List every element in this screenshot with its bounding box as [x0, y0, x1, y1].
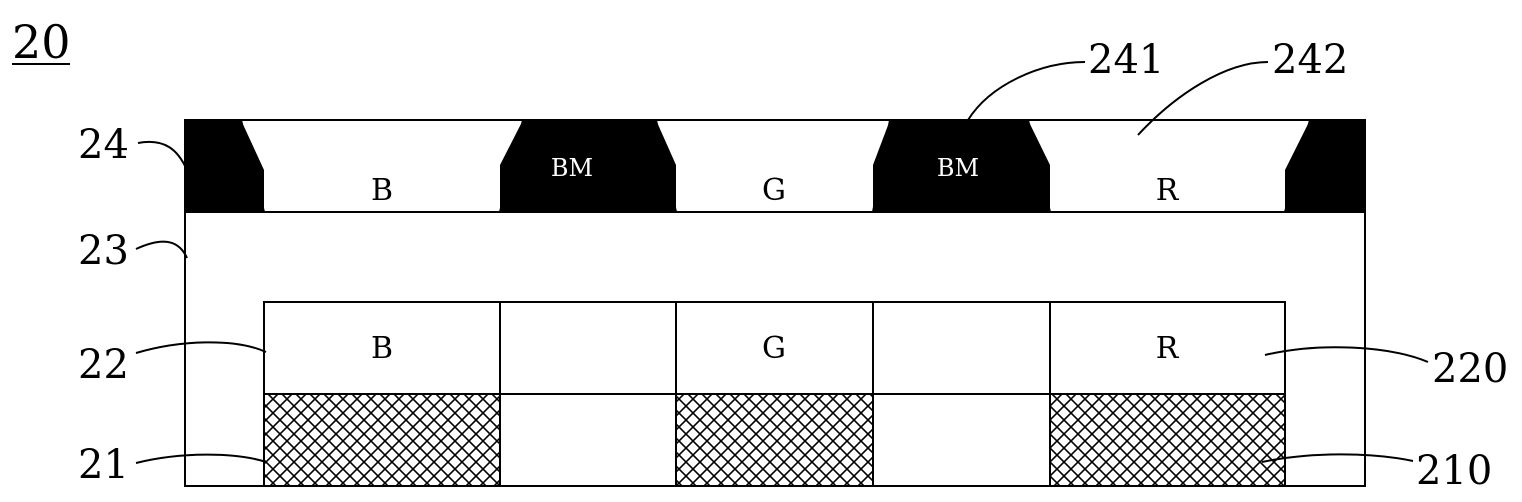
ref-label-23: 23	[78, 228, 129, 274]
leader-21	[135, 453, 267, 464]
ref-label-22: 22	[78, 342, 129, 388]
crosshatch-block-r	[1051, 395, 1284, 485]
leader-23	[135, 240, 188, 259]
black-matrix-label-2: BM	[937, 154, 979, 182]
leader-210	[1261, 453, 1414, 463]
black-matrix-right-edge	[1285, 120, 1365, 212]
ref-label-220: 220	[1432, 346, 1508, 392]
figure-number: 20	[12, 15, 71, 69]
top-filter-label-r: R	[1156, 173, 1180, 208]
top-filter-label-b: B	[371, 173, 393, 208]
ref-label-21: 21	[78, 442, 129, 488]
leader-241	[967, 61, 1086, 121]
ref-label-24: 24	[78, 122, 129, 168]
crosshatch-block-g	[677, 395, 872, 485]
color-cell-label-r: R	[1156, 331, 1180, 366]
black-matrix-label-1: BM	[551, 154, 593, 182]
color-cell-label-g: G	[762, 331, 786, 366]
leader-242	[1137, 61, 1269, 136]
ref-label-210: 210	[1416, 448, 1492, 494]
color-cell-label-b: B	[371, 331, 393, 366]
crosshatch-block-b	[265, 395, 499, 485]
ref-label-241: 241	[1088, 37, 1164, 83]
leader-24	[137, 140, 188, 171]
leader-220	[1264, 346, 1429, 363]
leader-22	[135, 341, 267, 354]
ref-label-242: 242	[1272, 37, 1348, 83]
top-filter-label-g: G	[762, 173, 786, 208]
black-matrix-block-2	[873, 120, 1050, 212]
black-matrix-block-1	[500, 120, 676, 212]
black-matrix-left-edge	[185, 120, 264, 212]
